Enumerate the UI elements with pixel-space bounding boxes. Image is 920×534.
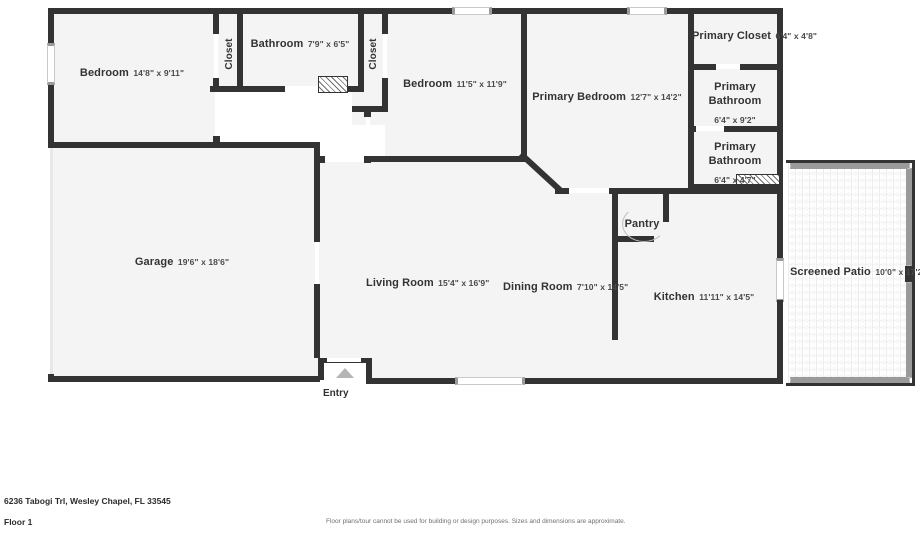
garage-wall-right-lower — [314, 284, 320, 358]
wall-hall-left — [210, 86, 216, 92]
garage-wall-bottom — [48, 376, 320, 382]
room-fill-bedroom-2 — [385, 10, 525, 162]
plan-footer: 6236 Tabogi Trl, Wesley Chapel, FL 33545… — [0, 460, 920, 534]
exterior-wall-right-upper — [777, 8, 783, 190]
primary-bath1-door-opening — [696, 126, 724, 131]
room-fill-primary-bathroom-1 — [690, 70, 780, 132]
wall-primary-bath1-left — [688, 70, 694, 132]
wall-primary-bath1-bottom-right — [724, 126, 780, 132]
wall-closet2-left — [358, 8, 364, 92]
entry-label: Entry — [323, 388, 349, 399]
wall-bedroom2-bottom — [364, 156, 525, 162]
wall-primary-closet-bottom-left — [688, 64, 716, 70]
property-address: 6236 Tabogi Trl, Wesley Chapel, FL 33545 — [4, 496, 171, 506]
bathroom-hatched-block — [318, 76, 348, 93]
wall-pantry-right — [663, 190, 669, 222]
exterior-wall-left-upper — [48, 8, 54, 43]
hall-opening-vertical-1 — [215, 92, 219, 140]
room-fill-primary-closet — [690, 10, 780, 70]
garage-door-opening-interior — [315, 242, 319, 284]
disclaimer-text: Floor plans/tour cannot be used for buil… — [326, 518, 626, 525]
patio-wall-top-outer — [786, 160, 915, 163]
patio-wall-right-outer — [912, 160, 915, 386]
wall-great-room-top-right — [609, 188, 783, 194]
window-bottom-living — [455, 377, 525, 385]
wall-closet1-left-lower — [213, 78, 219, 92]
great-room-opening — [569, 188, 609, 193]
wall-bedroom1-bottom — [213, 86, 243, 92]
garage-wall-top — [48, 142, 320, 148]
exterior-wall-right-kitchen — [777, 190, 783, 260]
room-fill-primary-bedroom — [525, 10, 690, 190]
wall-primary-closet-bottom-right — [740, 64, 780, 70]
window-kitchen-right — [776, 258, 784, 302]
wall-primary-closet-left — [688, 8, 694, 70]
hall-opening-vertical-2 — [366, 112, 370, 160]
wall-primary-bath2-bottom — [688, 184, 783, 190]
wall-closet1-left — [213, 8, 219, 34]
patio-window-right-lower — [906, 282, 912, 378]
exterior-wall-top — [48, 8, 783, 14]
wall-closet2-right-lower — [382, 78, 388, 112]
wall-closet2-right — [382, 8, 388, 34]
window-top-2 — [627, 7, 667, 15]
room-fill-great-room-upper — [525, 162, 620, 192]
garage-wall-right — [314, 142, 320, 242]
patio-window-bottom — [790, 377, 910, 383]
exterior-wall-right-kitchen-lower — [777, 300, 783, 384]
patio-window-top — [790, 163, 910, 169]
room-fill-closet-1 — [215, 10, 240, 90]
pantry-door-swing — [622, 206, 666, 242]
garage-door-left — [50, 145, 53, 380]
window-left-bedroom — [47, 43, 55, 85]
patio-post-right-mid — [905, 266, 913, 282]
wall-bedroom2-right — [521, 8, 527, 162]
wall-hall-vert-cap-2 — [364, 110, 371, 117]
wall-hall-bottom — [352, 106, 388, 112]
wall-bathroom-bottom-right — [348, 86, 360, 92]
room-fill-living-dining — [315, 162, 615, 382]
wall-bathroom-bottom — [237, 86, 285, 92]
room-fill-closet-2 — [360, 10, 385, 90]
closet1-opening-left — [214, 34, 218, 80]
floor-plan-drawing[interactable]: Entry — [0, 0, 920, 460]
entry-wall-right — [366, 358, 372, 384]
wall-kitchen-left — [612, 190, 618, 340]
wall-hall-vert-cap — [213, 136, 220, 143]
primary-closet-door-opening — [716, 64, 740, 69]
room-fill-bedroom-1 — [50, 10, 215, 142]
window-top-1 — [452, 7, 492, 15]
patio-wall-bottom-outer — [786, 383, 915, 386]
primary-bath2-hatched-block — [736, 174, 780, 185]
patio-dot-texture — [788, 162, 913, 384]
wall-bedroom2-left — [318, 156, 325, 163]
entry-wall-left — [318, 358, 324, 380]
primary-bedroom-angled-wall — [518, 151, 565, 195]
wall-great-room-top-left — [555, 188, 569, 194]
exterior-wall-left-mid — [48, 85, 54, 145]
screened-patio-area — [788, 162, 913, 384]
wall-closet1-right — [237, 8, 243, 92]
entry-door-opening — [327, 358, 361, 362]
exterior-wall-bottom — [366, 378, 783, 384]
entry-direction-arrow — [336, 368, 354, 378]
closet2-opening-right — [383, 34, 387, 80]
floor-number: Floor 1 — [4, 517, 33, 527]
room-fill-garage — [50, 142, 315, 382]
patio-window-right-upper — [906, 168, 912, 266]
bathroom-door-opening — [285, 86, 318, 91]
wall-primary-bath2-left — [688, 126, 694, 190]
